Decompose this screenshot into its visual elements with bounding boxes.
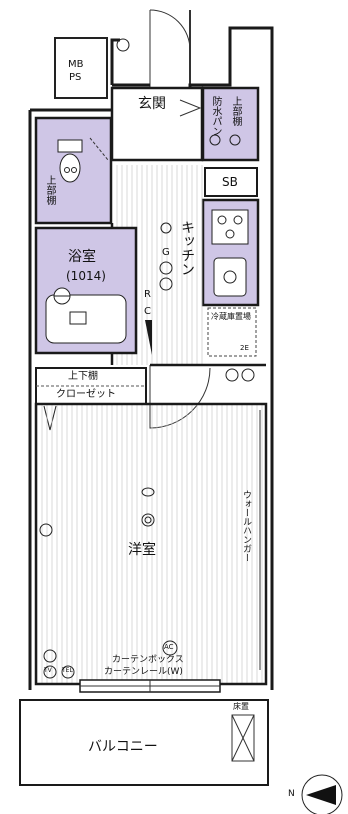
- genkan-area: [110, 86, 204, 162]
- outer-walls: [28, 26, 274, 690]
- mbps-shaft: [54, 37, 108, 99]
- waterproof-pan-label: 防水パン: [210, 96, 221, 136]
- western-room: [34, 402, 268, 686]
- entrance-door-swing: [149, 9, 191, 51]
- outlet-symbol: [116, 38, 130, 52]
- north-label: N: [288, 789, 295, 799]
- north-arrow: [301, 774, 343, 814]
- genkan-label: 玄関: [138, 96, 166, 112]
- fridge-space-label: 冷蔵庫置場: [211, 312, 251, 321]
- mbps-label-mb: MB: [68, 59, 84, 70]
- floor-drain-label: 床置: [233, 702, 249, 711]
- closet-label: クローゼット: [56, 389, 116, 400]
- curtain-box-label: カーテンボックス: [112, 655, 184, 665]
- rc-label-r: R: [144, 289, 151, 300]
- wall-hanger-label: ウォールハンガー: [241, 490, 251, 562]
- kitchen-label: キッチン: [179, 220, 195, 276]
- upper-shelf-right-label: 上部棚: [230, 96, 241, 126]
- balcony-label: バルコニー: [88, 739, 158, 755]
- bathroom-label: 浴室: [68, 249, 96, 265]
- mbps-label-ps: PS: [69, 72, 82, 83]
- fridge-space: [207, 307, 257, 357]
- upper-shelf-toilet-label: 上部棚: [44, 175, 55, 205]
- sb-label: SB: [222, 175, 238, 189]
- waterproof-pan: [201, 86, 260, 162]
- symbol-2e: 2E: [240, 344, 249, 352]
- bath-size-label: (1014): [66, 269, 106, 283]
- sb-box: [204, 167, 258, 197]
- gas-symbol: G: [162, 247, 170, 258]
- tv-symbol: TV: [44, 667, 52, 674]
- rc-label-c: C: [144, 306, 151, 317]
- western-room-label: 洋室: [128, 542, 156, 558]
- ac-symbol: AC: [164, 643, 174, 651]
- curtain-rail-label: カーテンレール(W): [104, 667, 183, 677]
- tel-symbol: TEL: [62, 667, 73, 674]
- upper-lower-shelf-label: 上下棚: [68, 371, 98, 382]
